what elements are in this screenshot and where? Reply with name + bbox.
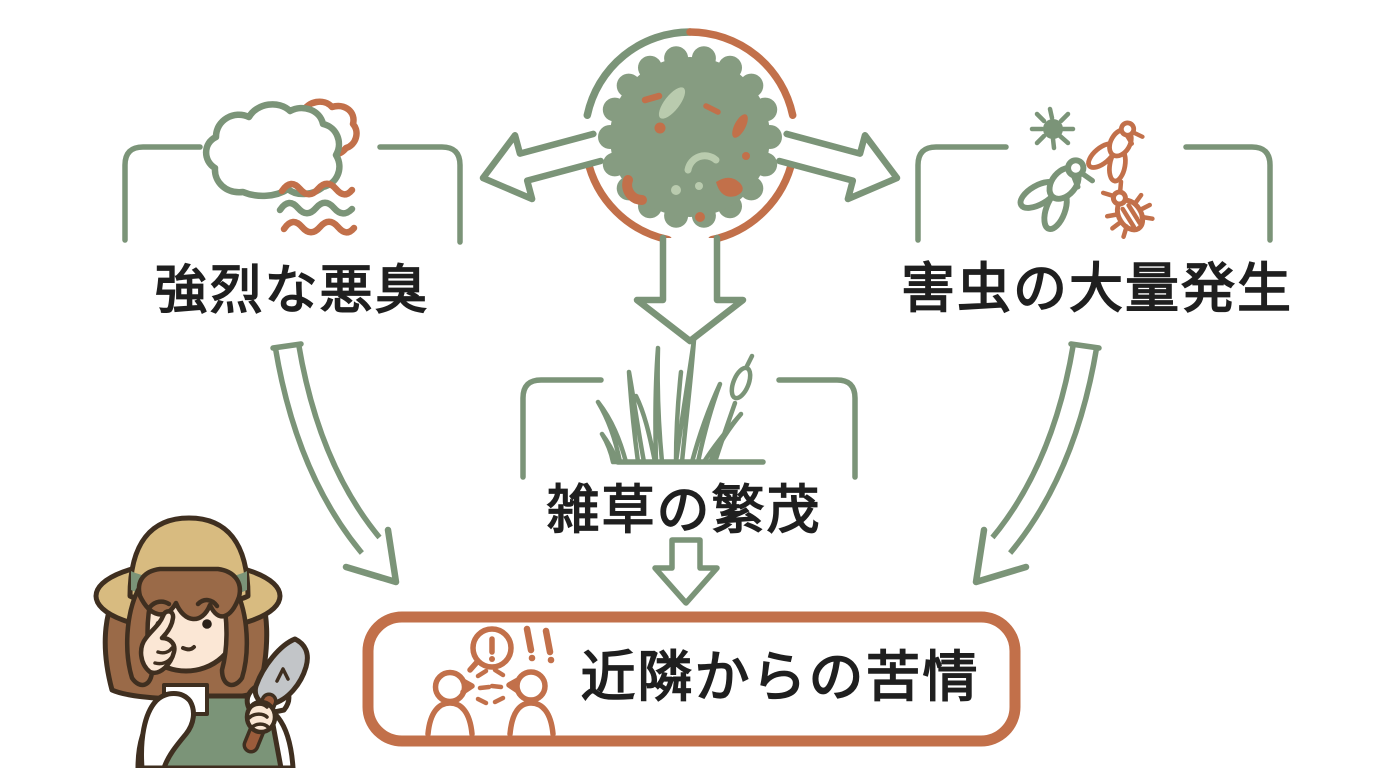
complaints-label: 近隣からの苦情 — [580, 646, 980, 708]
arrow-down — [633, 234, 747, 345]
compost-pile-icon — [583, 28, 797, 244]
gardener-pinching-nose-illustration — [93, 515, 310, 768]
bracket-odor — [122, 144, 463, 245]
curved-arrow-left — [270, 341, 400, 586]
mite-icon — [1029, 106, 1076, 151]
odor-label: 強烈な悪臭 — [154, 261, 430, 320]
bracket-weeds — [520, 377, 858, 480]
small-down-arrow — [652, 537, 720, 606]
smell-waves — [276, 180, 358, 236]
pests-label: 害虫の大量発生 — [901, 259, 1293, 319]
arrow-left — [479, 130, 604, 203]
arrow-right — [776, 130, 901, 203]
compost-blob — [598, 46, 782, 228]
curved-arrow-right — [972, 341, 1102, 586]
arguing-neighbors-icon — [425, 625, 556, 737]
fly-icon-green — [1012, 158, 1100, 238]
bracket-pests — [915, 144, 1273, 243]
beetle-icon — [1100, 179, 1155, 239]
weeds-label: 雑草の繁茂 — [546, 481, 822, 540]
pests-flies-icon — [1012, 106, 1157, 240]
weeds-grass-icon — [595, 337, 766, 465]
odor-cloud-icon — [202, 98, 360, 236]
